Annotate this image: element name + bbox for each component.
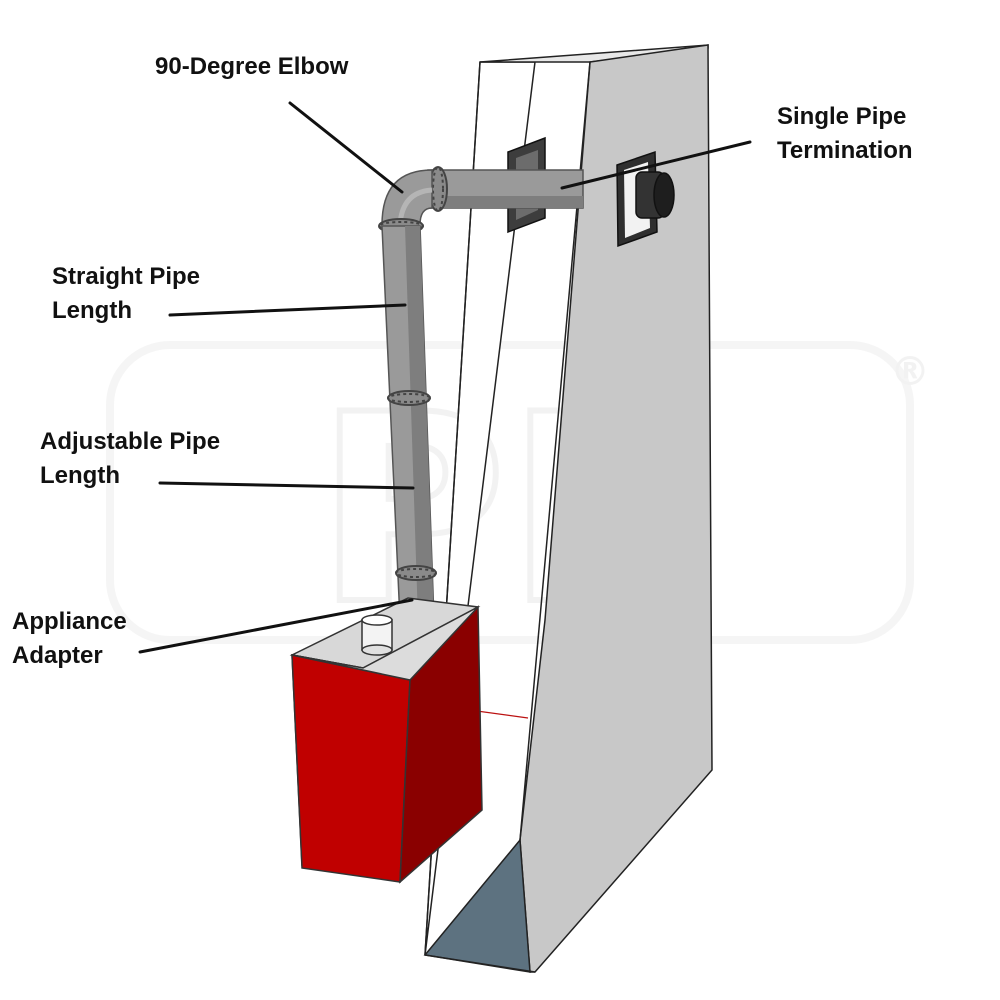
label-elbow: 90-Degree Elbow bbox=[155, 53, 349, 80]
leader-termination bbox=[560, 140, 752, 190]
wall-termination-icon bbox=[616, 150, 675, 248]
leader-adapter bbox=[138, 598, 414, 654]
label-straight-pipe-line1: Straight Pipe bbox=[52, 263, 200, 290]
label-adjustable-pipe-line1: Adjustable Pipe bbox=[40, 428, 220, 455]
watermark: PE ® bbox=[106, 341, 930, 665]
leader-lines bbox=[138, 101, 752, 654]
leader-straight-pipe bbox=[168, 303, 407, 317]
watermark-registered-mark: ® bbox=[890, 349, 930, 395]
wall-floor bbox=[423, 838, 531, 973]
label-adapter-line2: Adapter bbox=[12, 642, 103, 669]
pipe-coupling-1 bbox=[387, 390, 431, 406]
leader-elbow bbox=[288, 101, 404, 194]
label-termination-line2: Termination bbox=[777, 137, 913, 164]
heater-front-main bbox=[291, 654, 411, 883]
horizontal-pipe bbox=[427, 166, 584, 212]
label-straight-pipe-line2: Length bbox=[52, 297, 132, 324]
water-heater-icon bbox=[289, 597, 483, 884]
label-termination-line1: Single Pipe bbox=[777, 103, 906, 130]
leader-adjustable-pipe bbox=[158, 481, 415, 490]
label-adjustable-pipe-line2: Length bbox=[40, 462, 120, 489]
label-adapter-line1: Appliance bbox=[12, 608, 127, 635]
